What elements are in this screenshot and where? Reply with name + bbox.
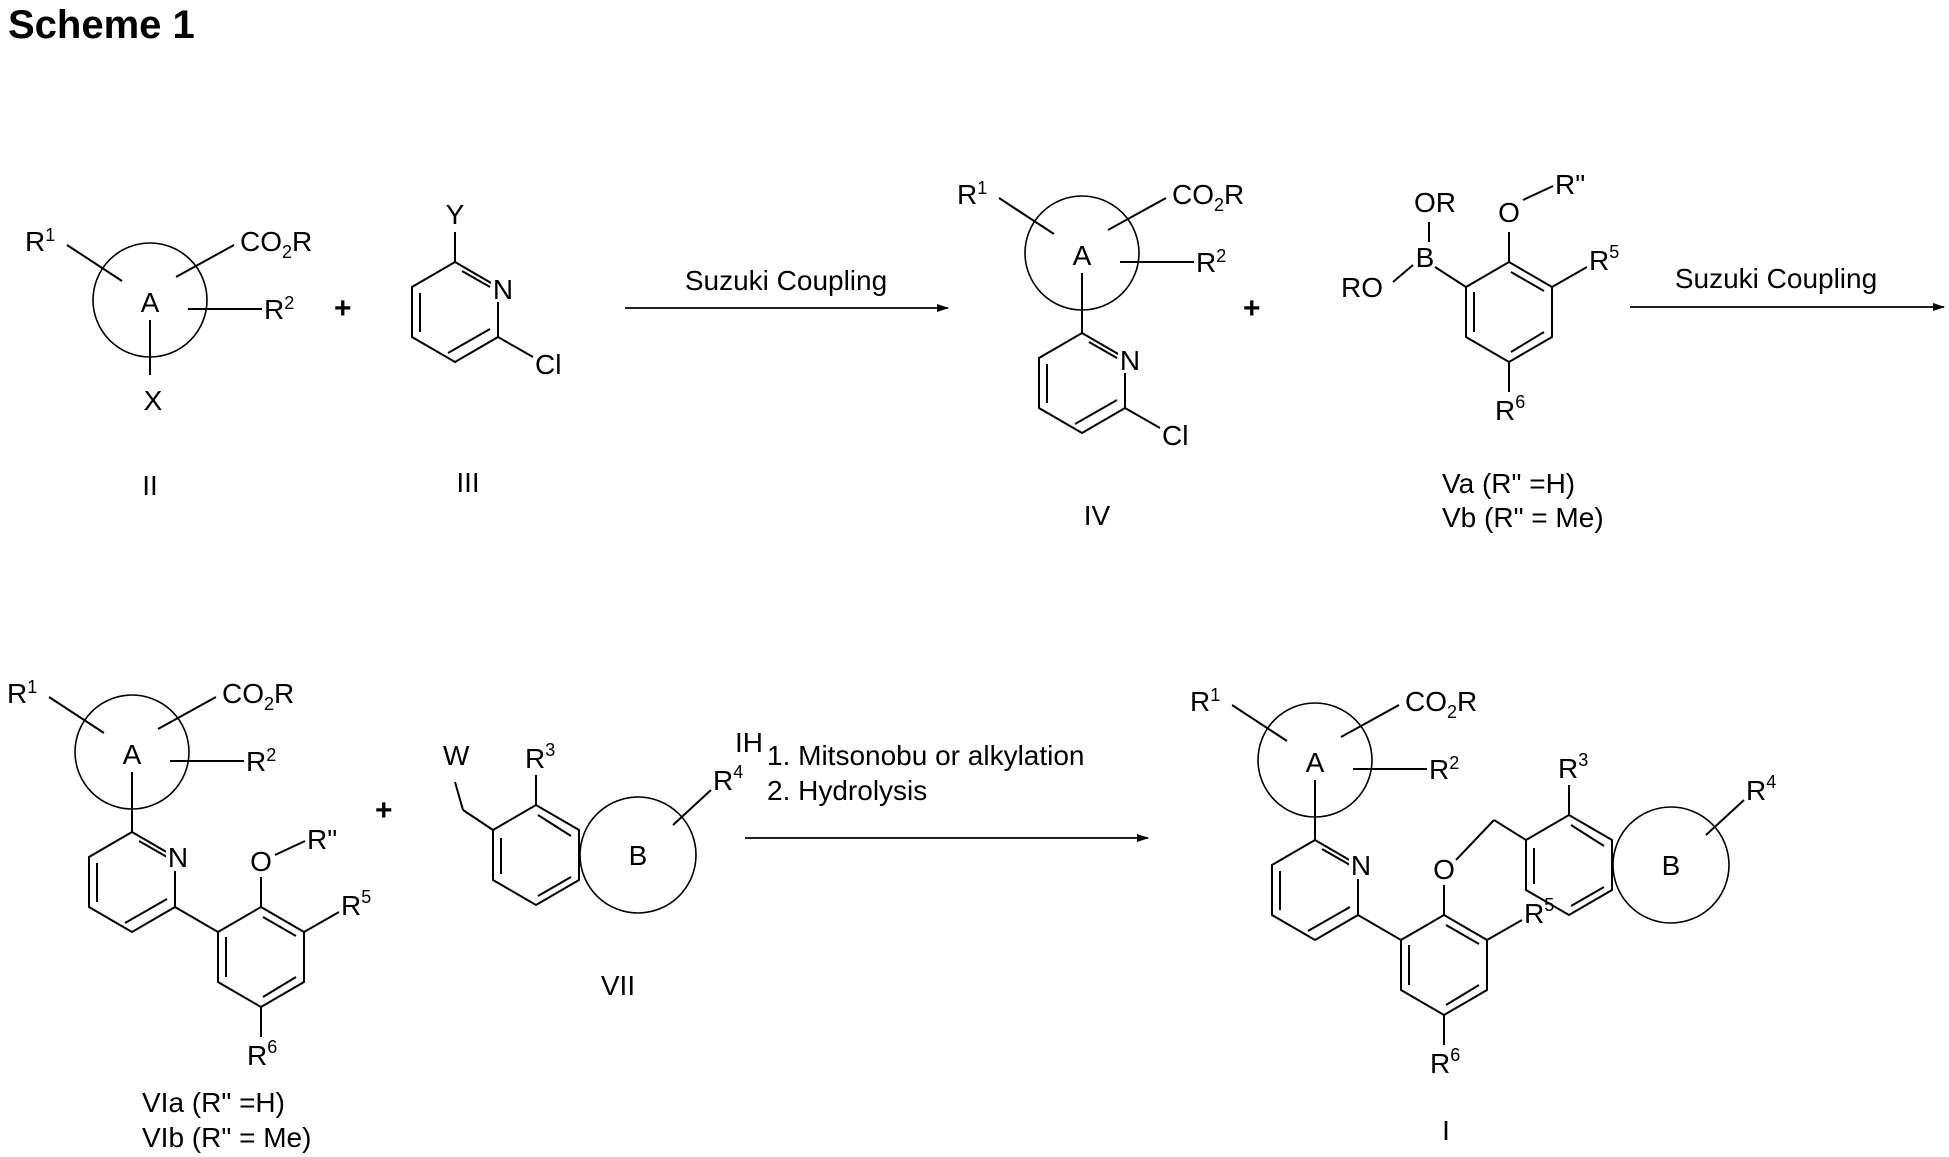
boron-label: B [1416, 242, 1435, 273]
compound-iii: N Y Cl [412, 199, 561, 380]
step-3-line-2: 2. Hydrolysis [767, 775, 927, 806]
ih-label: IH [735, 727, 763, 758]
cl-label: Cl [535, 349, 561, 380]
compound-va-label: Va (R" =H) [1442, 468, 1575, 499]
plus-sign-2: + [1243, 292, 1261, 325]
rpp-label: R" [307, 824, 337, 855]
compound-iii-label: III [456, 467, 479, 498]
r6-label: R6 [1495, 392, 1525, 426]
y-label: Y [446, 199, 465, 230]
x-label: X [144, 385, 163, 416]
ro-label: RO [1341, 272, 1383, 303]
compound-via-label: VIa (R" =H) [142, 1087, 285, 1118]
scheme-title: Scheme 1 [8, 3, 195, 47]
n-label: N [1120, 345, 1140, 376]
compound-ii-label: II [142, 470, 158, 501]
plus-sign-1: + [334, 292, 352, 325]
compound-iv: N Cl [957, 178, 1244, 451]
w-label: W [443, 740, 470, 771]
compound-vb-label: Vb (R" = Me) [1442, 502, 1604, 533]
plus-sign-3: + [375, 794, 393, 827]
compound-vi: R" [7, 677, 371, 1071]
rpp-label: R" [1555, 169, 1585, 200]
phenol-o-label: O [1498, 197, 1520, 228]
compound-vib-label: VIb (R" = Me) [142, 1122, 311, 1153]
compound-iv-label: IV [1084, 500, 1111, 531]
compound-vii-label: VII [601, 970, 635, 1001]
n-label: N [493, 274, 513, 305]
step-2-label: Suzuki Coupling [1675, 263, 1877, 294]
compound-v: O R" R5 R6 B OR RO [1341, 169, 1619, 426]
compound-vii: W [443, 740, 743, 913]
step-3-line-1: 1. Mitsonobu or alkylation [767, 740, 1085, 771]
step-1-label: Suzuki Coupling [685, 265, 887, 296]
compound-i-label: I [1442, 1115, 1450, 1146]
cl-label: Cl [1162, 420, 1188, 451]
or-label: OR [1414, 187, 1456, 218]
r5-label: R5 [1589, 242, 1619, 276]
compound-i [1190, 685, 1776, 1079]
compound-ii: X [25, 225, 312, 416]
